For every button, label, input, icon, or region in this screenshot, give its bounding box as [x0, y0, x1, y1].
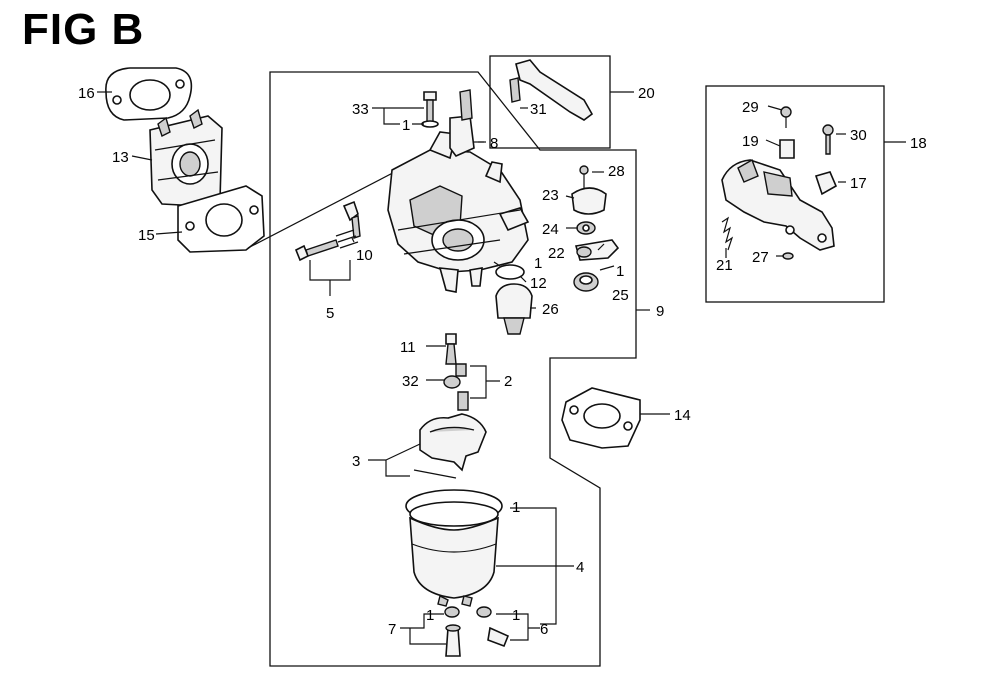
linkage-assembly-frame	[705, 85, 885, 303]
nut-19	[779, 139, 795, 159]
leader-lines	[97, 91, 906, 645]
screw-33	[421, 91, 439, 128]
callout-27: 27	[752, 249, 769, 266]
bolt-6	[476, 606, 510, 648]
screw-30	[822, 124, 834, 155]
callout-16: 16	[78, 85, 95, 102]
callout-1b: 1	[534, 255, 542, 272]
choke-lever-8	[449, 89, 486, 157]
screw-10	[342, 200, 361, 239]
callout-19: 19	[742, 133, 759, 150]
cover-23	[571, 187, 607, 215]
callout-28: 28	[608, 163, 625, 180]
washer-27	[782, 252, 794, 260]
callout-30: 30	[850, 127, 867, 144]
float-3	[413, 413, 487, 479]
callout-25: 25	[612, 287, 629, 304]
gasket-15	[177, 185, 265, 253]
callout-26: 26	[542, 301, 559, 318]
callout-24: 24	[542, 221, 559, 238]
callout-20: 20	[638, 85, 655, 102]
carburetor-assembly-frame	[269, 71, 637, 667]
callout-1c: 1	[512, 499, 520, 516]
carburetor-body	[387, 131, 530, 293]
float-chamber-4	[405, 489, 503, 607]
cup-26	[495, 283, 533, 335]
callout-10: 10	[356, 247, 373, 264]
callout-1a: 1	[402, 117, 410, 134]
callout-33: 33	[352, 101, 369, 118]
gasket-16	[105, 67, 193, 121]
jet-11	[445, 333, 457, 365]
screw-29	[780, 106, 792, 128]
seal-25	[573, 272, 599, 292]
callout-1e: 1	[512, 607, 520, 624]
washer-24	[576, 221, 596, 235]
callout-2: 2	[504, 373, 512, 390]
screw-28	[579, 165, 589, 188]
callout-18: 18	[910, 135, 927, 152]
callout-12: 12	[530, 275, 547, 292]
o-ring-12	[495, 264, 525, 280]
callout-13: 13	[112, 149, 129, 166]
leader-15-carb	[247, 163, 411, 249]
spring-21	[721, 216, 734, 251]
callout-3: 3	[352, 453, 360, 470]
callout-31: 31	[530, 101, 547, 118]
clip-17	[814, 171, 838, 196]
callout-labels: 16 13 15 33 1 8 10 5 1 12 26 11 32 2 3 1…	[78, 85, 927, 638]
callout-5: 5	[326, 305, 334, 322]
callout-32: 32	[402, 373, 419, 390]
nozzle-2	[455, 363, 469, 411]
callout-1d: 1	[426, 607, 434, 624]
throttle-bracket-18	[721, 158, 835, 251]
drain-bolt-7	[444, 606, 461, 657]
callout-1f: 1	[616, 263, 624, 280]
callout-17: 17	[850, 175, 867, 192]
washer-32	[443, 375, 461, 389]
callout-23: 23	[542, 187, 559, 204]
callout-6: 6	[540, 621, 548, 638]
diaphragm-22	[574, 239, 620, 261]
figure-title: FIG B	[22, 5, 145, 54]
callout-11: 11	[400, 339, 416, 356]
gasket-14	[561, 387, 641, 449]
callout-4: 4	[576, 559, 584, 576]
insulator-13	[149, 108, 223, 207]
callout-9: 9	[656, 303, 664, 320]
callout-15: 15	[138, 227, 155, 244]
pilot-screw-5	[294, 229, 359, 262]
callout-22: 22	[548, 245, 565, 262]
callout-8: 8	[490, 135, 498, 152]
callout-21: 21	[716, 257, 733, 274]
callout-14: 14	[674, 407, 691, 424]
callout-7: 7	[388, 621, 396, 638]
lever-inset-frame	[489, 55, 611, 149]
callout-29: 29	[742, 99, 759, 116]
lever-20	[509, 59, 594, 121]
